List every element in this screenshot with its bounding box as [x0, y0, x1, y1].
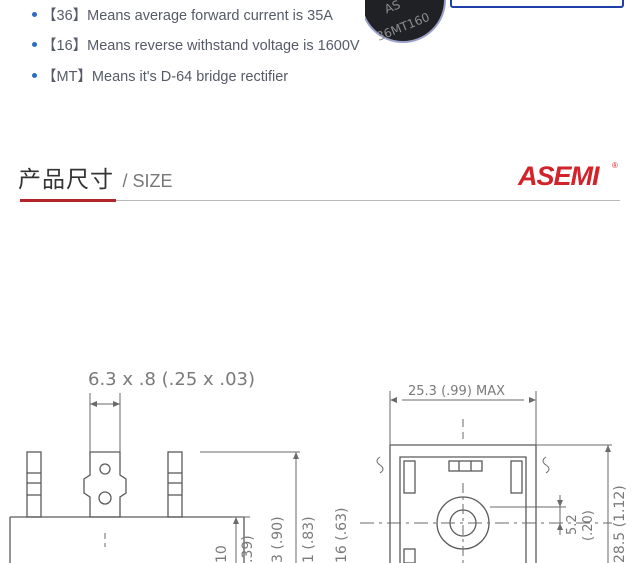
dimension-label: 16 (.63): [334, 508, 350, 563]
dimension-drawing: 6.3 x .8 (.25 x .03) 10 .39) 3 (.90) 1 (…: [9, 369, 628, 563]
chip-photo: AS 36MT160: [365, 0, 446, 44]
dimension-label: .39): [240, 535, 256, 563]
section-title-en: / SIZE: [122, 171, 173, 191]
dimension-label: 10: [214, 545, 230, 563]
hole-dimension-mm: 5.2: [565, 514, 580, 535]
height-dimension: 28.5 (1.12): [612, 485, 628, 563]
bullet-dot-icon: [32, 42, 37, 47]
product-image-frame: [450, 0, 624, 8]
logo-registered: ®: [612, 161, 618, 170]
section-divider-accent: [20, 199, 116, 202]
bullet-dot-icon: [32, 73, 37, 78]
chip-marking-line1: AS: [382, 0, 402, 16]
terminal-dimension: 6.3 x .8 (.25 x .03): [88, 369, 255, 390]
dimension-label: 3 (.90): [270, 516, 286, 563]
section-header: 产品尺寸 / SIZE: [18, 160, 173, 193]
feature-text: 【36】Means average forward current is 35A: [42, 8, 333, 24]
section-title-cn: 产品尺寸: [18, 167, 114, 193]
feature-text: 【16】Means reverse withstand voltage is 1…: [42, 38, 360, 54]
section-divider: [20, 200, 620, 201]
feature-text: 【MT】Means it's D-64 bridge rectifier: [42, 69, 289, 85]
dimension-label: 1 (.83): [301, 516, 317, 563]
bullet-dot-icon: [32, 12, 37, 17]
asemi-logo: ASEMI ®: [517, 161, 618, 190]
hole-dimension-in: (.20): [581, 510, 596, 541]
logo-text: ASEMI: [517, 161, 600, 190]
width-dimension: 25.3 (.99) MAX: [408, 384, 505, 399]
